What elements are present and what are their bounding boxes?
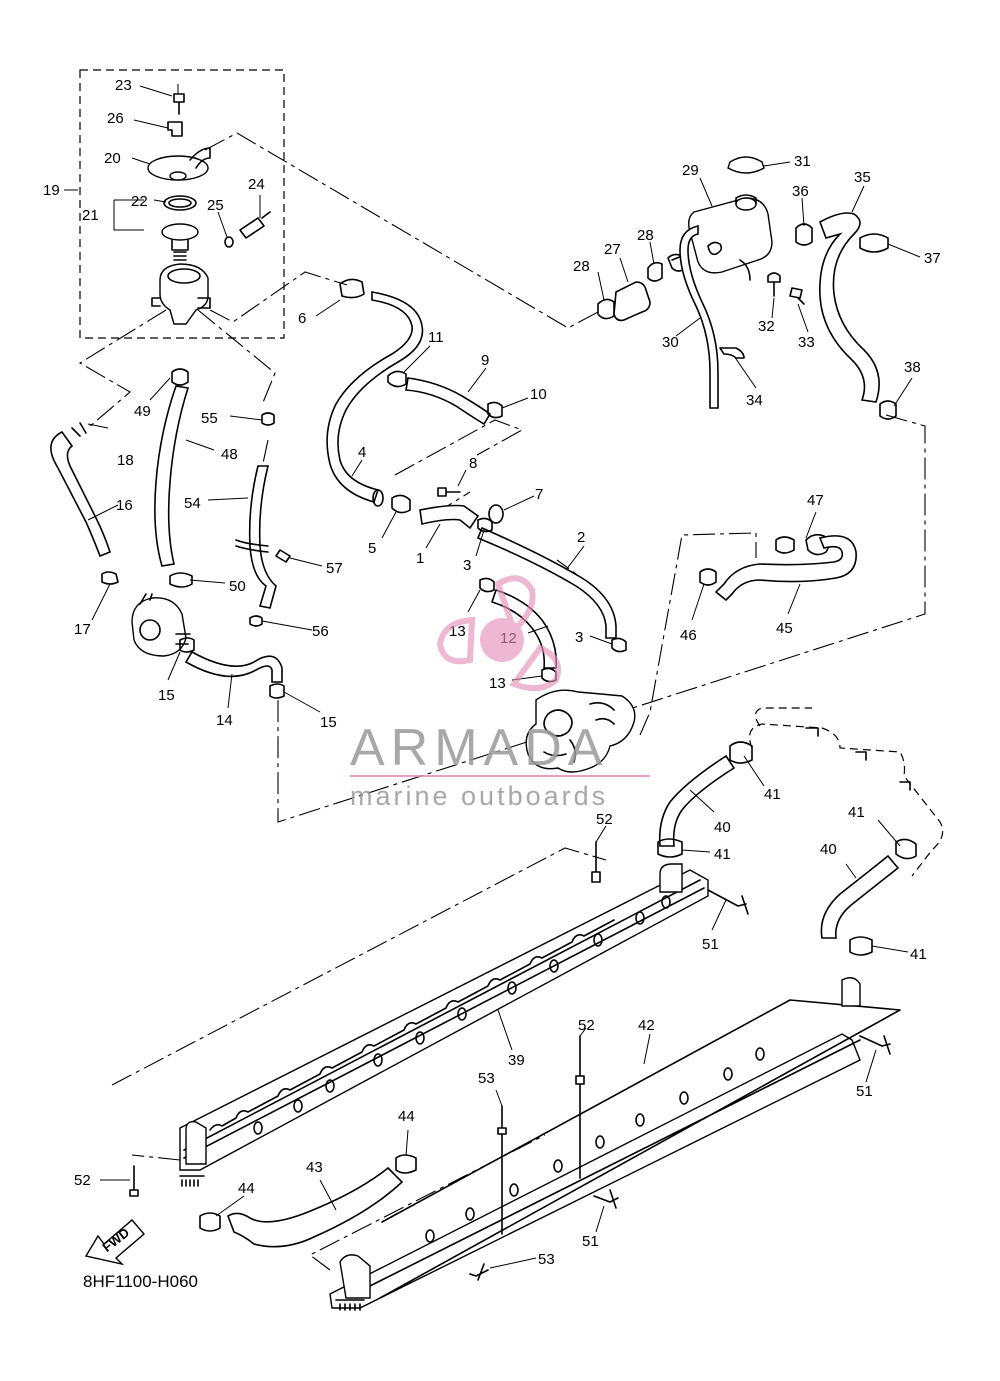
watermark-tagline: marine outboards <box>350 781 608 811</box>
callout-55: 55 <box>201 410 218 427</box>
callout-51b: 51 <box>856 1083 873 1100</box>
callout-11: 11 <box>428 329 444 346</box>
callout-13b: 13 <box>489 675 506 692</box>
callout-14: 14 <box>216 712 233 729</box>
callout-16: 16 <box>116 497 133 514</box>
callout-32: 32 <box>758 318 775 335</box>
diagram-code: 8HF1100-H060 <box>83 1272 198 1291</box>
callout-53a: 53 <box>478 1070 495 1087</box>
callout-19: 19 <box>43 182 60 199</box>
thermostat-group-dashed-box <box>79 69 285 339</box>
callout-41a: 41 <box>764 786 781 803</box>
callout-51c: 51 <box>582 1233 599 1250</box>
callout-26: 26 <box>107 110 124 127</box>
callout-45: 45 <box>776 620 793 637</box>
callout-47: 47 <box>807 492 824 509</box>
callout-6: 6 <box>298 310 306 327</box>
callout-51a: 51 <box>702 936 719 953</box>
callout-39: 39 <box>508 1052 525 1069</box>
callout-46: 46 <box>680 627 697 644</box>
callout-52b: 52 <box>578 1017 595 1034</box>
callout-50: 50 <box>229 578 246 595</box>
hose-45-group <box>691 511 857 621</box>
callout-3a: 3 <box>463 557 471 574</box>
callout-33: 33 <box>798 334 815 351</box>
callout-34: 34 <box>746 392 763 409</box>
callout-23: 23 <box>115 77 132 94</box>
callout-24: 24 <box>248 176 265 193</box>
callout-44a: 44 <box>398 1108 415 1125</box>
phantom-lines <box>78 132 926 1271</box>
callout-10: 10 <box>530 386 547 403</box>
propeller-logo-icon <box>436 575 561 692</box>
callout-41d: 41 <box>910 946 927 963</box>
thermostat-assembly-group <box>64 69 285 339</box>
callout-2: 2 <box>577 529 585 546</box>
callout-28b: 28 <box>637 227 654 244</box>
tank-hose-group <box>597 156 921 420</box>
callout-labels: 1 2 3 3 4 5 6 7 8 9 10 11 12 13 13 14 15… <box>43 77 941 1268</box>
callout-54: 54 <box>184 495 201 512</box>
callout-42: 42 <box>638 1017 655 1034</box>
callout-29: 29 <box>682 162 699 179</box>
callout-52a: 52 <box>596 811 613 828</box>
callout-30: 30 <box>662 334 679 351</box>
hoses-40-41-group <box>657 707 944 956</box>
callout-25: 25 <box>207 197 224 214</box>
fwd-arrow: FWD <box>84 1219 145 1266</box>
callout-35: 35 <box>854 169 871 186</box>
callout-1: 1 <box>416 550 424 567</box>
cooling-rail-39 <box>179 863 709 1187</box>
callout-40b: 40 <box>820 841 837 858</box>
callout-5: 5 <box>368 540 376 557</box>
fasteners-group <box>100 825 891 1281</box>
callout-17: 17 <box>74 621 91 638</box>
callout-7: 7 <box>535 486 543 503</box>
hose-43-group <box>199 1129 417 1248</box>
center-hose-group <box>315 278 636 773</box>
callout-43: 43 <box>306 1159 323 1176</box>
callout-57: 57 <box>326 560 343 577</box>
callout-31: 31 <box>794 153 811 170</box>
callout-4: 4 <box>358 444 366 461</box>
callout-22: 22 <box>131 193 148 210</box>
callout-49: 49 <box>134 403 151 420</box>
callout-8: 8 <box>469 455 477 472</box>
watermark: ARMADA marine outboards <box>350 575 650 811</box>
callout-28a: 28 <box>573 258 590 275</box>
callout-40a: 40 <box>714 819 731 836</box>
callout-15a: 15 <box>158 687 175 704</box>
callout-48: 48 <box>221 446 238 463</box>
watermark-brand: ARMADA <box>350 719 608 777</box>
callout-56: 56 <box>312 623 329 640</box>
callout-52c: 52 <box>74 1172 91 1189</box>
callout-41c: 41 <box>848 804 865 821</box>
callout-38: 38 <box>904 359 921 376</box>
callout-37: 37 <box>924 250 941 267</box>
callout-36: 36 <box>792 183 809 200</box>
left-hose-group <box>50 368 323 713</box>
callout-27: 27 <box>604 241 621 258</box>
callout-44b: 44 <box>238 1180 255 1197</box>
cooling-rail-42 <box>329 977 901 1311</box>
callout-18: 18 <box>117 452 134 469</box>
callout-9: 9 <box>481 352 489 369</box>
callout-3b: 3 <box>575 629 583 646</box>
callout-53b: 53 <box>538 1251 555 1268</box>
callout-41b: 41 <box>714 846 731 863</box>
callout-20: 20 <box>104 150 121 167</box>
callout-15b: 15 <box>320 714 337 731</box>
callout-21: 21 <box>82 207 99 224</box>
